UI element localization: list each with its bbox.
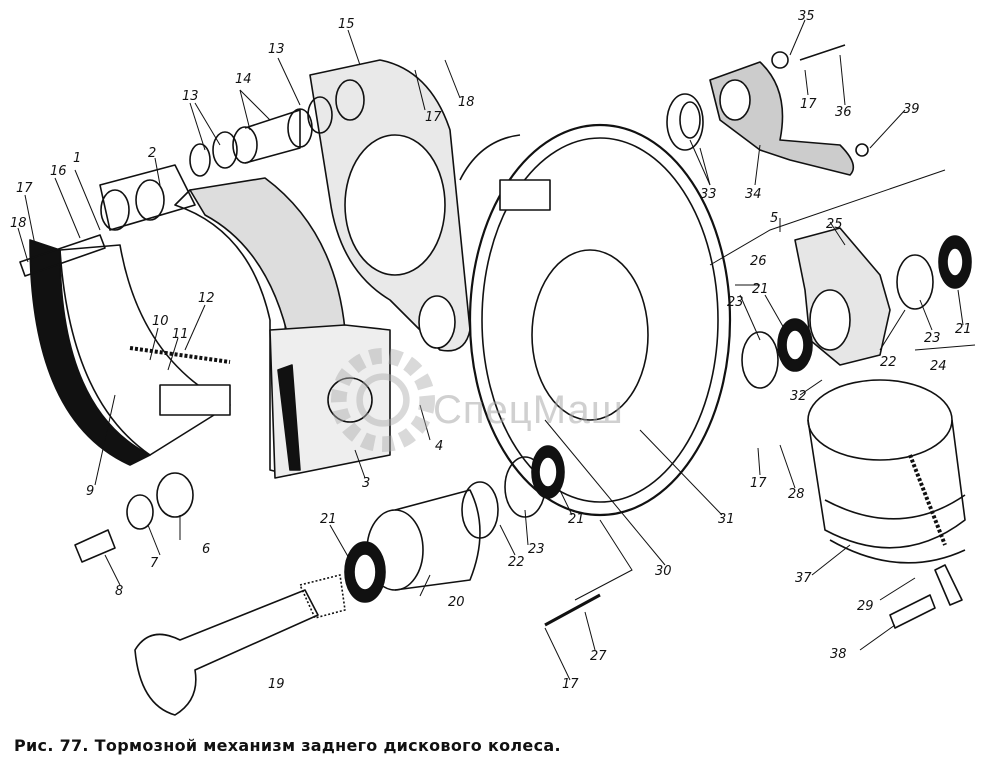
callout-label: 28: [788, 487, 805, 502]
callout-label: 21: [955, 322, 972, 337]
brake-shoe-assembly: [19, 164, 391, 479]
callout-label: 33: [700, 187, 717, 202]
callout-label: 16: [50, 164, 67, 179]
callout-label: 31: [718, 512, 735, 527]
callout-label: 11: [172, 327, 189, 342]
callout-label: 17: [562, 677, 579, 692]
callout-label: 13: [268, 42, 285, 57]
chamber-bracket: [666, 44, 869, 176]
leader-lines: [17, 19, 976, 681]
callout-label: 21: [752, 282, 769, 297]
callout-label: 14: [235, 72, 252, 87]
callout-label: 22: [880, 355, 897, 370]
callout-label: 2: [148, 146, 156, 161]
watermark-gear-icon: [331, 348, 435, 452]
callout-label: 18: [10, 216, 27, 231]
callout-label: 36: [835, 105, 852, 120]
callout-label: 25: [826, 217, 843, 232]
callout-label: 37: [795, 571, 812, 586]
callout-label: 23: [727, 295, 744, 310]
callout-label: 4: [435, 439, 443, 454]
small-parts: [74, 472, 936, 629]
brake-disc: [459, 123, 732, 517]
callout-label: 20: [448, 595, 465, 610]
callout-label: 39: [903, 102, 920, 117]
callout-label: 30: [655, 564, 672, 579]
callout-label: 17: [750, 476, 767, 491]
callout-label: 13: [182, 89, 199, 104]
callout-label: 18: [458, 95, 475, 110]
callout-label: 26: [750, 254, 767, 269]
shaft-bushings: [189, 79, 365, 177]
callout-label: 6: [202, 542, 210, 557]
watermark-text: СпецМаш: [433, 388, 624, 432]
callout-label: 17: [16, 181, 33, 196]
callout-label: 32: [790, 389, 807, 404]
bearing-housing-group: [741, 227, 972, 389]
callout-label: 7: [150, 556, 159, 571]
callout-label: 15: [338, 17, 355, 32]
callout-label: 38: [830, 647, 847, 662]
callout-label: 21: [568, 512, 585, 527]
callout-label: 24: [930, 359, 947, 374]
callout-label: 23: [528, 542, 545, 557]
callout-label: 19: [268, 677, 285, 692]
anchor-plate: [309, 59, 471, 352]
callout-label: 29: [857, 599, 874, 614]
callout-label: 17: [800, 97, 817, 112]
callout-label: 9: [86, 484, 94, 499]
callout-label: 10: [152, 314, 169, 329]
callout-labels: 1 2 3 4 5 6 7 8 9 10 11 12 13 13 14 15 1…: [10, 9, 972, 692]
callout-label: 17: [425, 110, 442, 125]
callout-label: 27: [590, 649, 607, 664]
callout-label: 22: [508, 555, 525, 570]
brake-chamber: [807, 379, 966, 606]
callout-label: 35: [798, 9, 815, 24]
callout-label: 21: [320, 512, 337, 527]
camshaft: [134, 445, 565, 716]
figure-caption: Рис. 77. Тормозной механизм заднего диск…: [14, 736, 561, 755]
callout-label: 34: [745, 187, 762, 202]
callout-label: 3: [362, 476, 370, 491]
callout-label: 5: [770, 211, 778, 226]
callout-label: 12: [198, 291, 215, 306]
callout-label: 1: [73, 151, 81, 166]
callout-label: 23: [924, 331, 941, 346]
callout-label: 8: [115, 584, 123, 599]
